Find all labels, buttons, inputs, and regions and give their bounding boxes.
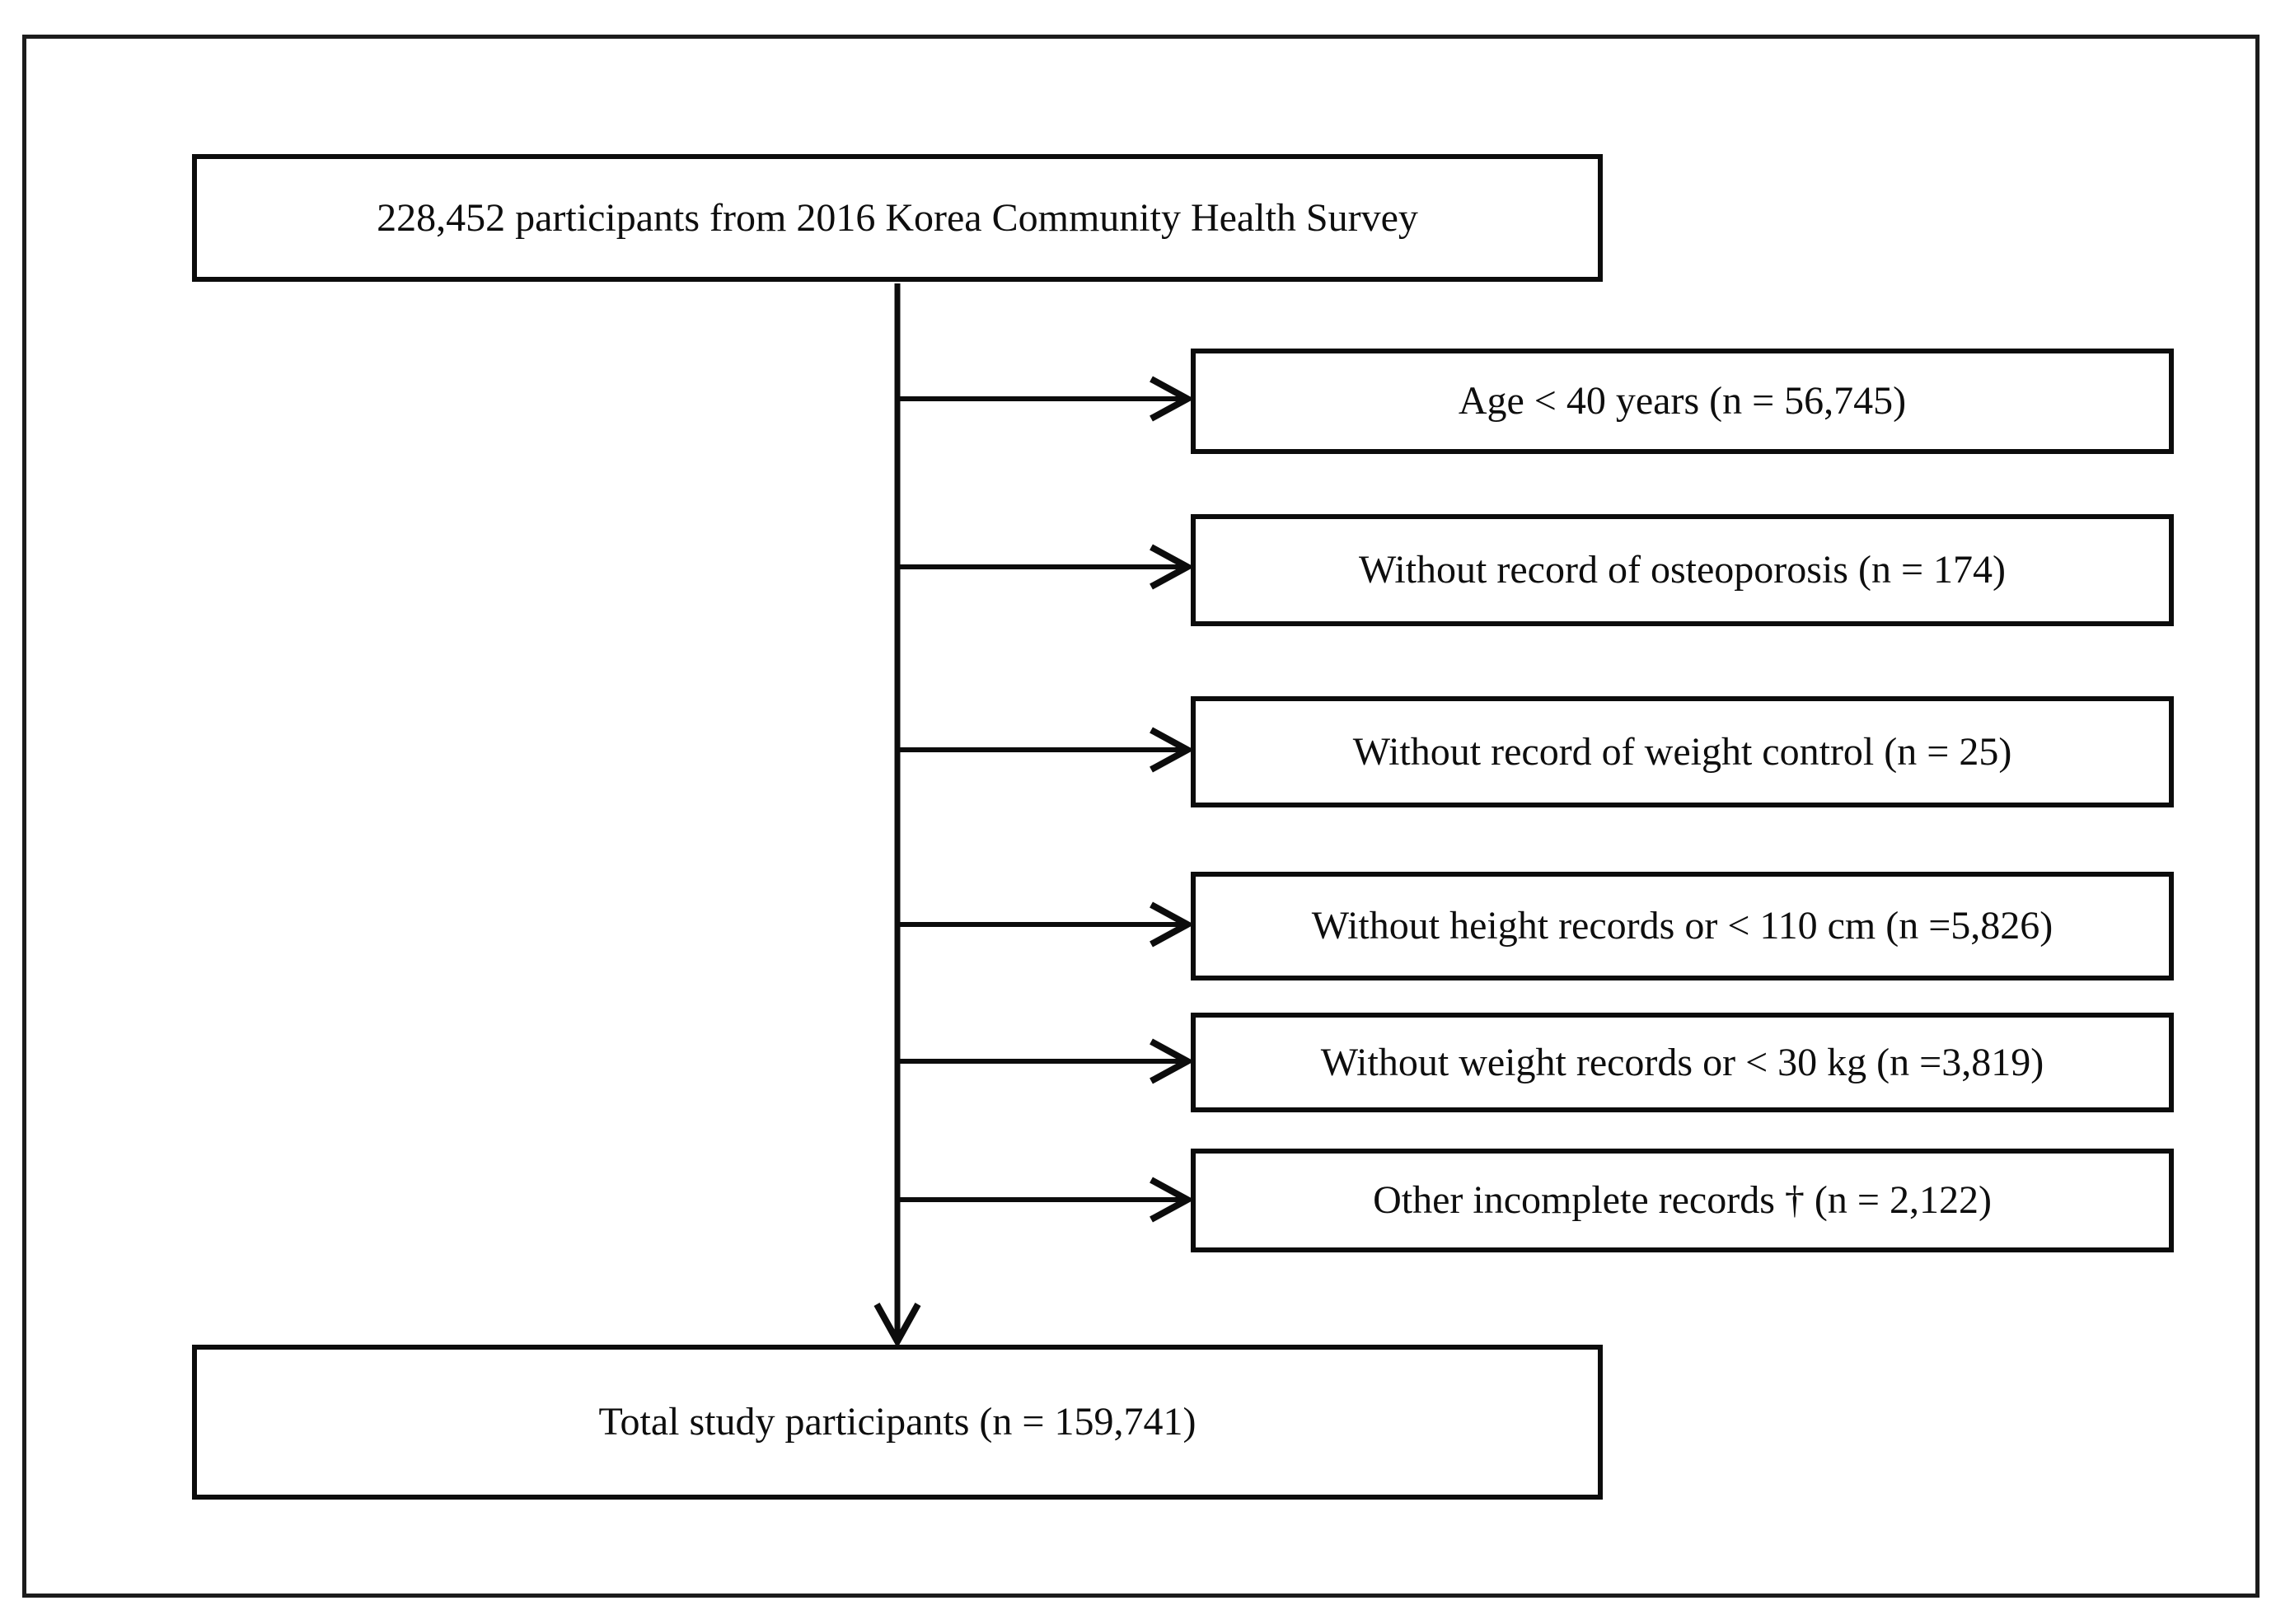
exclusion-box-osteoporosis-record: Without record of osteoporosis (n = 174) xyxy=(1191,514,2174,626)
exclusion-box-label: Without height records or < 110 cm (n =5… xyxy=(1311,904,2054,948)
exclusion-box-label: Without weight records or < 30 kg (n =3,… xyxy=(1320,1040,2044,1084)
exclusion-box-label: Other incomplete records † (n = 2,122) xyxy=(1373,1178,1992,1223)
exclusion-box-age: Age < 40 years (n = 56,745) xyxy=(1191,349,2174,454)
exclusion-box-label: Age < 40 years (n = 56,745) xyxy=(1458,379,1907,424)
exclusion-box-label: Without record of osteoporosis (n = 174) xyxy=(1359,548,2006,592)
exclusion-box-other-incomplete: Other incomplete records † (n = 2,122) xyxy=(1191,1149,2174,1252)
exclusion-box-height-records: Without height records or < 110 cm (n =5… xyxy=(1191,872,2174,980)
exclusion-box-weight-records: Without weight records or < 30 kg (n =3,… xyxy=(1191,1013,2174,1112)
source-box-label: 228,452 participants from 2016 Korea Com… xyxy=(377,195,1418,240)
result-box-label: Total study participants (n = 159,741) xyxy=(598,1400,1197,1444)
exclusion-box-weight-control-record: Without record of weight control (n = 25… xyxy=(1191,696,2174,807)
exclusion-box-label: Without record of weight control (n = 25… xyxy=(1352,729,2012,774)
source-box: 228,452 participants from 2016 Korea Com… xyxy=(192,154,1603,282)
diagram-frame xyxy=(22,35,2260,1598)
result-box: Total study participants (n = 159,741) xyxy=(192,1345,1603,1500)
